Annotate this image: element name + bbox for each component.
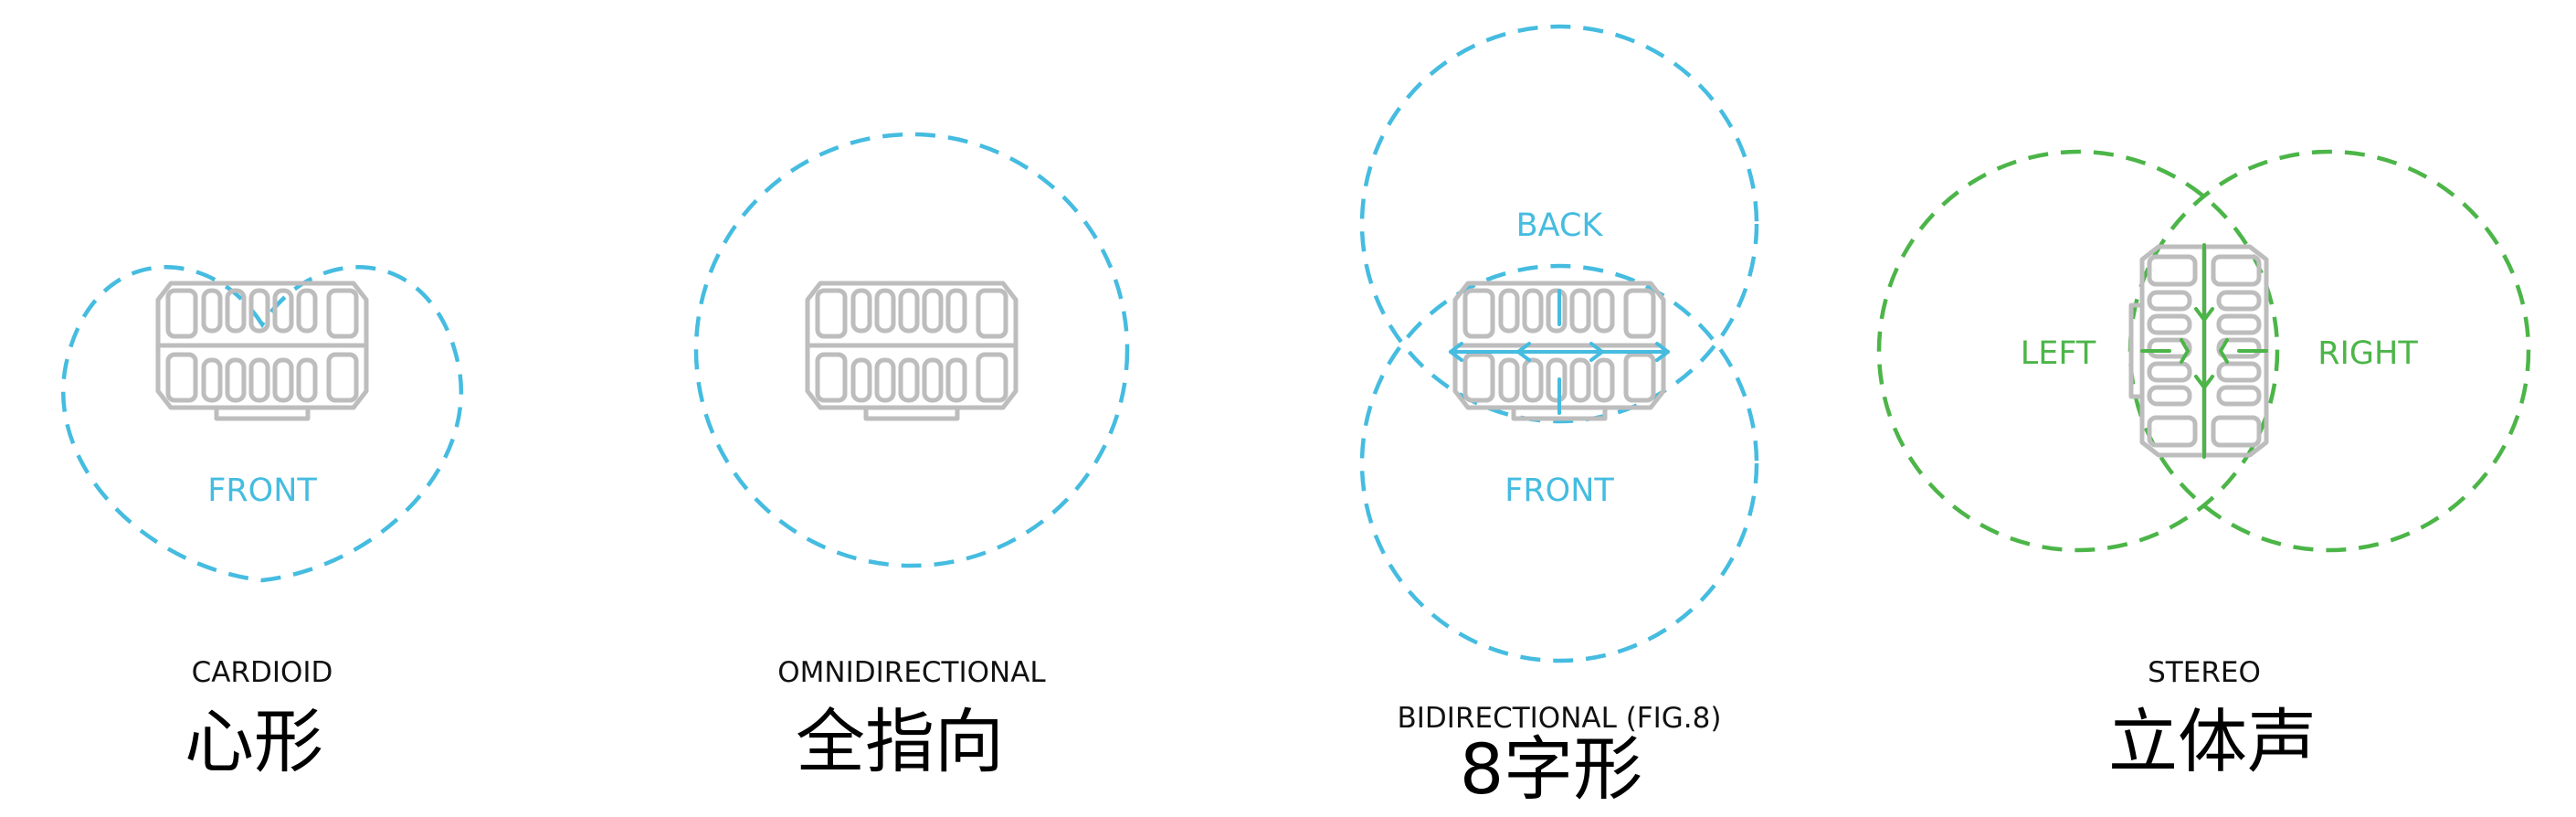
stereo-label-en: STEREO xyxy=(2148,656,2261,689)
cardioid-pattern: FRONT CARDIOID 心形 xyxy=(60,265,464,782)
cardioid-microphone-icon xyxy=(158,283,366,419)
omnidirectional-pattern: OMNIDIRECTIONAL 全指向 xyxy=(693,132,1130,782)
bidirectional-front-label: FRONT xyxy=(1504,472,1614,509)
stereo-left-lobe xyxy=(1876,149,2280,553)
omnidirectional-label-cn: 全指向 xyxy=(796,701,1004,782)
cardioid-label-cn: 心形 xyxy=(185,701,323,782)
cardioid-polar-outline xyxy=(60,265,464,583)
bidirectional-back-label: BACK xyxy=(1516,207,1604,244)
bidirectional-pattern: BACK FRONT BIDIRECTIONAL (FIG.8) 8字形 xyxy=(1359,24,1759,810)
bidirectional-label-en: BIDIRECTIONAL (FIG.8) xyxy=(1398,702,1722,735)
omnidirectional-polar-outline xyxy=(693,132,1130,568)
stereo-pattern: LEFT RIGHT STEREO 立体声 xyxy=(1876,149,2531,782)
omnidirectional-microphone-icon xyxy=(808,283,1016,419)
stereo-crossing-arrows xyxy=(2140,243,2268,459)
cardioid-label-en: CARDIOID xyxy=(192,656,333,689)
stereo-right-label: RIGHT xyxy=(2317,335,2418,372)
bidirectional-back-lobe xyxy=(1359,24,1759,424)
bidirectional-label-cn: 8字形 xyxy=(1460,728,1642,810)
bidirectional-crossing-arrows xyxy=(1449,289,1670,415)
cardioid-front-label: FRONT xyxy=(207,472,317,509)
bidirectional-front-lobe xyxy=(1359,263,1759,663)
stereo-left-label: LEFT xyxy=(2021,335,2096,372)
stereo-label-cn: 立体声 xyxy=(2108,701,2317,782)
omnidirectional-label-en: OMNIDIRECTIONAL xyxy=(777,656,1046,689)
